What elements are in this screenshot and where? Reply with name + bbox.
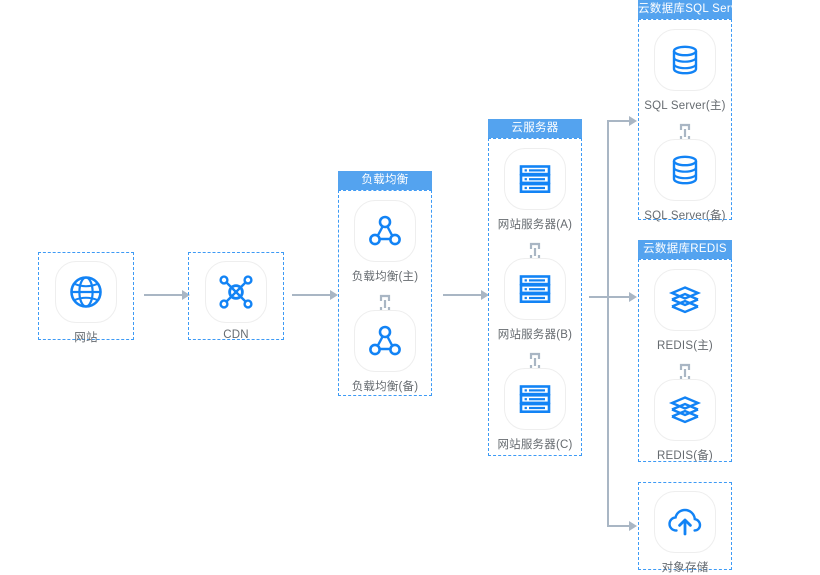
connector-trunk-to-sql-head <box>629 116 637 126</box>
node-website[interactable]: 网站 <box>39 261 133 345</box>
group-sql-server: 云数据库SQL Server SQL Server(主) <box>638 0 748 223</box>
group-cloud-server: 云服务器 网站服务器(A) <box>488 119 582 456</box>
database-icon <box>672 45 698 75</box>
node-website-card[interactable] <box>55 261 117 323</box>
node-web-server-a-card[interactable] <box>504 148 566 210</box>
server-rack-icon <box>519 275 551 304</box>
node-website-label: 网站 <box>74 332 98 344</box>
node-load-balancer-standby[interactable]: 负载均衡(备) <box>338 310 432 394</box>
node-web-server-a-label: 网站服务器(A) <box>497 219 573 231</box>
node-redis-standby-label: REDIS(备) <box>657 450 713 462</box>
node-redis-primary[interactable]: REDIS(主) <box>638 269 732 353</box>
group-load-balancer-body <box>338 190 432 396</box>
connector-trunk-to-redis <box>607 296 631 298</box>
group-cdn-body <box>188 252 284 340</box>
node-load-balancer-standby-label: 负载均衡(备) <box>351 381 419 393</box>
cdn-network-icon <box>219 275 253 309</box>
node-cdn[interactable]: CDN <box>189 261 283 341</box>
connector-trunk-vertical <box>607 120 609 526</box>
node-object-storage-card[interactable] <box>654 491 716 553</box>
group-sql-server-body <box>638 19 732 220</box>
node-web-server-b-card[interactable] <box>504 258 566 320</box>
node-sql-server-primary-label: SQL Server(主) <box>644 100 726 112</box>
globe-icon <box>70 276 102 308</box>
node-redis-standby-card[interactable] <box>654 379 716 441</box>
group-website-body <box>38 252 134 340</box>
connector-cdn-to-lb-head <box>330 290 338 300</box>
node-load-balancer-primary[interactable]: 负载均衡(主) <box>338 200 432 284</box>
node-cdn-label: CDN <box>223 329 249 341</box>
layers-icon <box>668 286 702 314</box>
group-redis: 云数据库REDIS REDIS(主) <box>638 240 732 462</box>
connector-trunk-to-storage <box>607 525 631 527</box>
node-web-server-b-label: 网站服务器(B) <box>497 329 573 341</box>
server-rack-icon <box>519 385 551 414</box>
group-load-balancer-header: 负载均衡 <box>338 171 432 190</box>
node-web-server-b[interactable]: 网站服务器(B) <box>488 258 582 342</box>
group-object-storage-body <box>638 482 732 570</box>
group-redis-body <box>638 259 732 462</box>
server-rack-icon <box>519 165 551 194</box>
group-object-storage: 对象存储 <box>638 482 732 574</box>
connector-website-to-cdn-head <box>182 290 190 300</box>
node-web-server-c-card[interactable] <box>504 368 566 430</box>
connector-lb-to-server-head <box>481 290 489 300</box>
node-web-server-c[interactable]: 网站服务器(C) <box>488 368 582 452</box>
load-balancer-icon <box>369 215 401 246</box>
node-web-server-c-label: 网站服务器(C) <box>497 439 573 451</box>
connector-trunk-to-redis-head <box>629 292 637 302</box>
group-load-balancer: 负载均衡 负载均衡(主) <box>338 171 432 396</box>
node-redis-primary-label: REDIS(主) <box>657 340 713 352</box>
connector-lb-to-server <box>443 294 481 296</box>
node-redis-standby[interactable]: REDIS(备) <box>638 379 732 463</box>
group-cdn: CDN <box>188 252 284 341</box>
connector-trunk-to-sql <box>607 120 631 122</box>
node-object-storage[interactable]: 对象存储 <box>638 491 732 575</box>
group-redis-header: 云数据库REDIS <box>638 240 732 259</box>
load-balancer-icon <box>369 325 401 356</box>
cloud-upload-icon <box>668 508 702 536</box>
node-load-balancer-primary-label: 负载均衡(主) <box>351 271 419 283</box>
connector-trunk-to-storage-head <box>629 521 637 531</box>
connector-cdn-to-lb <box>292 294 330 296</box>
node-sql-server-primary-card[interactable] <box>654 29 716 91</box>
node-web-server-a[interactable]: 网站服务器(A) <box>488 148 582 232</box>
group-cloud-server-header: 云服务器 <box>488 119 582 138</box>
node-load-balancer-primary-card[interactable] <box>354 200 416 262</box>
node-load-balancer-standby-card[interactable] <box>354 310 416 372</box>
group-cloud-server-body <box>488 138 582 456</box>
node-sql-server-standby[interactable]: SQL Server(备) <box>638 139 732 223</box>
node-sql-server-primary[interactable]: SQL Server(主) <box>638 29 732 113</box>
layers-icon <box>668 396 702 424</box>
database-icon <box>672 155 698 185</box>
connector-website-to-cdn <box>144 294 182 296</box>
node-redis-primary-card[interactable] <box>654 269 716 331</box>
group-sql-server-header: 云数据库SQL Server <box>638 0 748 19</box>
node-object-storage-label: 对象存储 <box>661 562 709 574</box>
group-website: 网站 <box>38 252 134 344</box>
connector-server-to-trunk <box>589 296 608 298</box>
node-sql-server-standby-card[interactable] <box>654 139 716 201</box>
node-cdn-card[interactable] <box>205 261 267 323</box>
node-sql-server-standby-label: SQL Server(备) <box>644 210 726 222</box>
